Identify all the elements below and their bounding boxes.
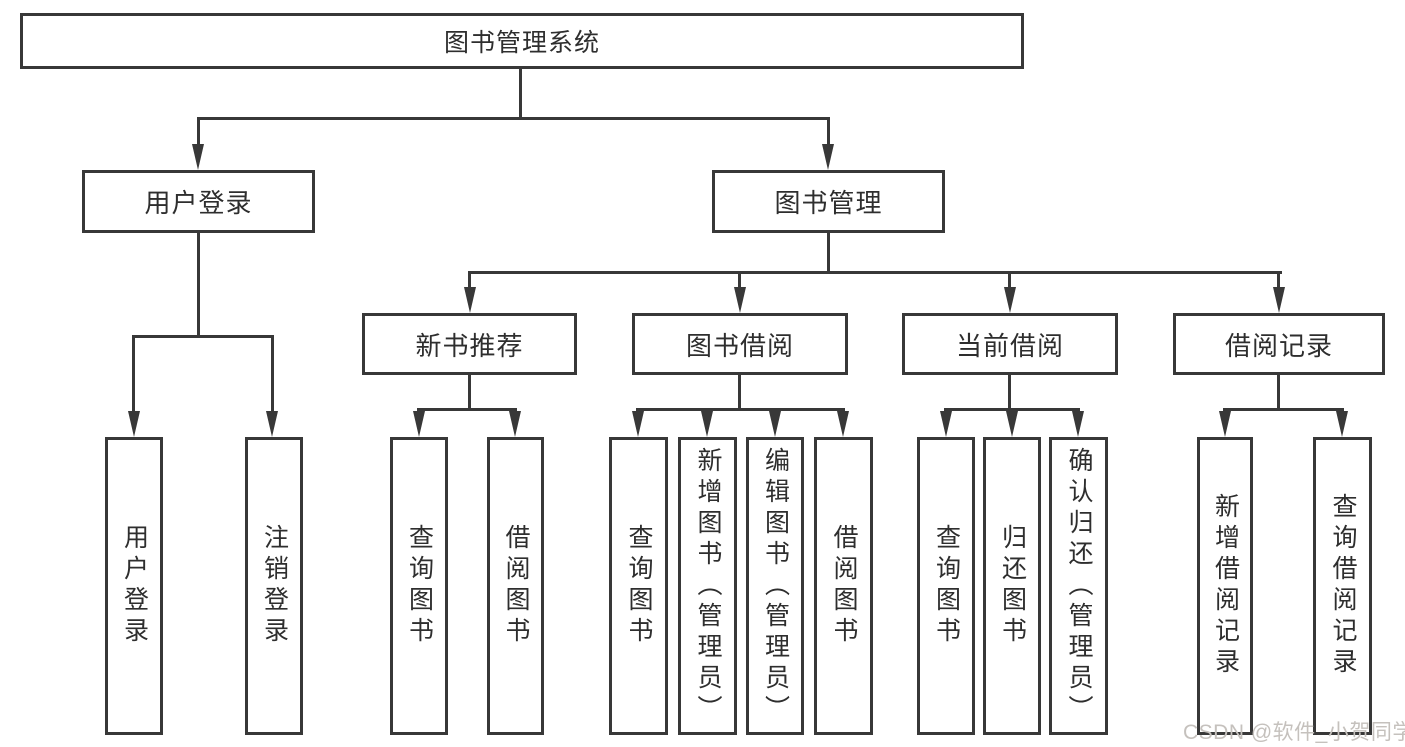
arrow-down-icon	[701, 411, 713, 437]
edge-line	[132, 335, 274, 338]
arrow-down-icon	[509, 411, 521, 437]
edge-line	[636, 408, 845, 411]
node-new-book-recommendation: 新书推荐	[362, 313, 577, 375]
leaf-query-books-current: 查询图书	[917, 437, 975, 735]
edge-line	[197, 117, 830, 120]
arrow-down-icon	[192, 144, 204, 170]
leaf-edit-books-admin: 编辑图书（管理员）	[746, 437, 804, 735]
node-label: 查询图书	[625, 524, 653, 648]
node-label: 借阅记录	[1224, 330, 1333, 361]
node-book-borrowing: 图书借阅	[632, 313, 848, 375]
leaf-logout: 注销登录	[245, 437, 303, 735]
arrow-down-icon	[266, 411, 278, 437]
node-label: 编辑图书（管理员）	[761, 446, 790, 726]
node-label: 注销登录	[260, 524, 289, 648]
node-label: 查询图书	[405, 524, 434, 648]
arrow-down-icon	[1336, 411, 1348, 437]
edge-line	[197, 233, 200, 338]
arrow-down-icon	[837, 411, 849, 437]
edge-line	[519, 69, 522, 119]
edge-line	[738, 271, 741, 289]
leaf-add-books-admin: 新增图书（管理员）	[678, 437, 737, 735]
node-label: 查询图书	[932, 524, 961, 648]
edge-line	[1223, 408, 1344, 411]
node-book-management: 图书管理	[712, 170, 945, 233]
node-label: 当前借阅	[955, 330, 1064, 361]
arrow-down-icon	[1273, 287, 1285, 313]
node-current-borrowing: 当前借阅	[902, 313, 1118, 375]
arrow-down-icon	[822, 144, 834, 170]
node-user-login: 用户登录	[82, 170, 315, 233]
arrow-down-icon	[1004, 287, 1016, 313]
edge-line	[1277, 271, 1280, 289]
node-borrowing-records: 借阅记录	[1173, 313, 1385, 375]
arrow-down-icon	[734, 287, 746, 313]
edge-line	[1277, 375, 1280, 411]
node-label: 借阅图书	[502, 524, 530, 648]
node-label: 确认归还（管理员）	[1065, 446, 1093, 726]
leaf-user-login: 用户登录	[105, 437, 163, 735]
node-label: 新书推荐	[415, 330, 524, 361]
edge-line	[827, 117, 830, 147]
edge-line	[738, 375, 741, 411]
node-label: 图书借阅	[685, 330, 794, 361]
csdn-watermark: CSDN @软件_小贺同学	[1183, 721, 1405, 744]
arrow-down-icon	[413, 411, 425, 437]
edge-line	[1008, 271, 1011, 289]
node-label: 借阅图书	[830, 524, 858, 648]
arrow-down-icon	[1072, 411, 1084, 437]
leaf-query-books-newbook: 查询图书	[390, 437, 448, 735]
node-label: 新增图书（管理员）	[694, 446, 722, 726]
edge-line	[271, 335, 274, 413]
arrow-down-icon	[769, 411, 781, 437]
node-label: 查询借阅记录	[1329, 493, 1357, 679]
leaf-add-borrow-record: 新增借阅记录	[1197, 437, 1253, 735]
arrow-down-icon	[940, 411, 952, 437]
arrow-down-icon	[632, 411, 644, 437]
edge-line	[827, 233, 830, 274]
leaf-query-borrow-record: 查询借阅记录	[1313, 437, 1372, 735]
node-label: 用户登录	[144, 188, 253, 218]
edge-line	[468, 375, 471, 411]
node-label: 新增借阅记录	[1211, 493, 1240, 679]
leaf-borrow-books-newbook: 借阅图书	[487, 437, 544, 735]
leaf-borrow-books-borrowing: 借阅图书	[814, 437, 873, 735]
leaf-confirm-return-admin: 确认归还（管理员）	[1049, 437, 1108, 735]
arrow-down-icon	[1219, 411, 1231, 437]
edge-line	[417, 408, 517, 411]
node-label: 图书管理系统	[443, 29, 600, 57]
edge-line	[468, 271, 471, 289]
edge-line	[132, 335, 135, 413]
node-library-management-system: 图书管理系统	[20, 13, 1024, 69]
arrow-down-icon	[1006, 411, 1018, 437]
edge-line	[1008, 375, 1011, 411]
arrow-down-icon	[128, 411, 140, 437]
edge-line	[197, 117, 200, 147]
node-label: 图书管理	[774, 188, 883, 218]
leaf-return-books: 归还图书	[983, 437, 1041, 735]
node-label: 用户登录	[120, 524, 149, 648]
arrow-down-icon	[464, 287, 476, 313]
leaf-query-books-borrowing: 查询图书	[609, 437, 668, 735]
node-label: 归还图书	[998, 524, 1027, 648]
edge-line	[468, 271, 1282, 274]
